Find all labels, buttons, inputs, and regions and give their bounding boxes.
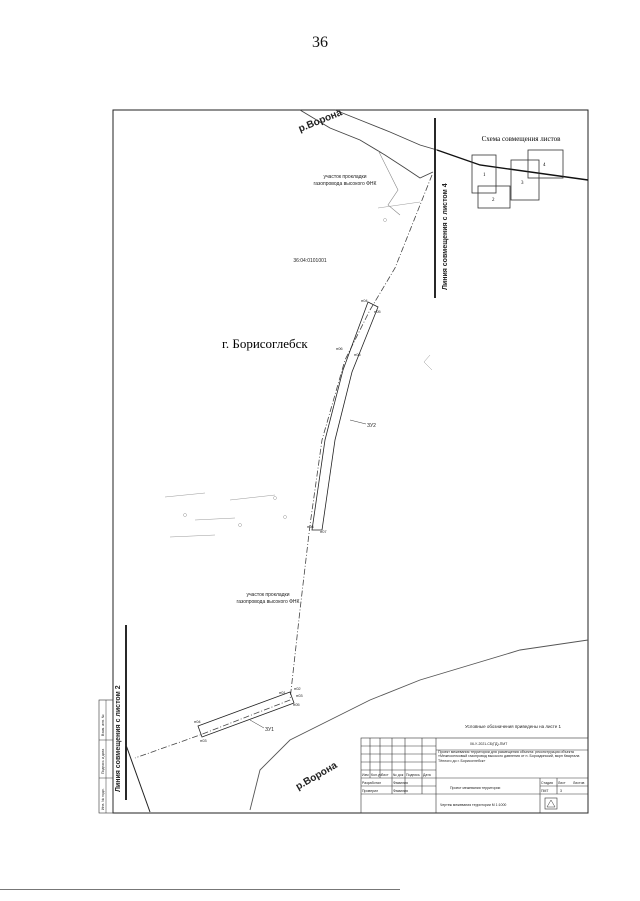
route-note-bottom-2: газопровода высокого ФНК [237,599,300,605]
scheme-sheet-3 [510,159,540,201]
legend-note: Условные обозначения приведены на листе … [465,724,562,729]
zone-zu2 [311,301,379,531]
point-label: н03 [296,693,303,698]
scheme-label-4: 4 [543,163,546,168]
zone-label-zu1: ЗУ1 [265,727,274,733]
page-number: 36 [312,34,328,51]
stamp-code: 06-У-2021-СБ(ГД)-ПМТ [470,742,508,746]
point-label: н04 [194,719,201,724]
scheme-label-2: 2 [492,198,495,203]
side-strip: Инв. № подл. Подпись и дата Взам. инв. № [98,699,114,814]
route-note-top-1: участок прокладки [323,174,366,180]
stamp-sheets-header: Листов [573,781,585,785]
stamp-title: Чертеж межевания территории М 1:1000 [440,803,506,807]
point-label: н06 [336,346,343,351]
stamp-row-list: Лист [381,773,389,777]
stamp-stage-value: ПМТ [541,789,549,793]
stamp-row-date: Дата [423,773,431,777]
stamp-row-doc: № док [393,773,404,777]
stamp-row-sign: Подпись [406,773,420,777]
scheme-title: Схема совмещения листов [482,135,561,143]
title-block [360,737,589,814]
stamp-role-2: Проверил [362,789,378,793]
stamp-project: Проект межевания территории для размещен… [438,750,580,763]
pipeline-route [134,174,433,759]
point-label: н07 [320,529,327,534]
stamp-stage-header: Стадия [541,781,553,785]
zone-label-zu2: ЗУ2 [367,423,376,429]
stamp-name-1: Фамилия [393,781,408,785]
river-bank-bottom [249,639,589,811]
stamp-subtitle: Проект межевания территории [450,786,500,790]
drawing-frame [112,109,589,814]
stamp-name-2: Фамилия [393,789,408,793]
point-label: н01 [279,690,286,695]
city-label: г. Борисоглебск [222,336,308,351]
point-label: н05 [293,702,300,707]
point-label: н04 [361,298,368,303]
point-label: н02 [294,686,301,691]
point-label: н03 [200,738,207,743]
stamp-row-kol: Кол.уч [371,773,382,777]
cadastral-quarter: 36:04:0101001 [293,258,327,264]
zone-zu1 [197,691,295,738]
side-label-replace: Взам. инв. № [101,714,105,736]
river-label-bottom: р.Ворона [294,760,340,793]
side-label-sign: Подпись и дата [101,749,105,774]
scheme-sheet-2 [477,185,511,209]
stamp-role-1: Разработал [362,781,381,785]
footer-rule [0,889,400,890]
point-label: н08 [307,524,314,529]
point-label: н06 [354,352,361,357]
scheme-label-3: 3 [521,181,524,186]
scheme-sheet-1 [471,154,497,194]
combination-label-left: Линия совмещения с листом 2 [115,685,122,792]
route-note-top-2: газопровода высокого ФНК [314,181,377,187]
scheme-sheet-4 [527,149,564,179]
river-bank-top-right [334,109,438,151]
boundary-line-bottom [125,744,151,813]
river-bank-top-left [299,109,434,179]
side-label-inv: Инв. № подл. [101,788,105,810]
point-label: н05 [374,309,381,314]
stamp-sheet-value: 3 [560,789,562,793]
combination-label-right: Линия совмещения с листом 4 [442,183,449,290]
stamp-sheet-header: Лист [558,781,566,785]
scheme-label-1: 1 [483,173,486,178]
boundary-line-top [436,149,589,181]
company-logo-icon [544,797,558,810]
terrain-contour [377,149,401,216]
stamp-row-izm: Изм [362,773,369,777]
route-note-bottom-1: участок прокладки [246,592,289,598]
